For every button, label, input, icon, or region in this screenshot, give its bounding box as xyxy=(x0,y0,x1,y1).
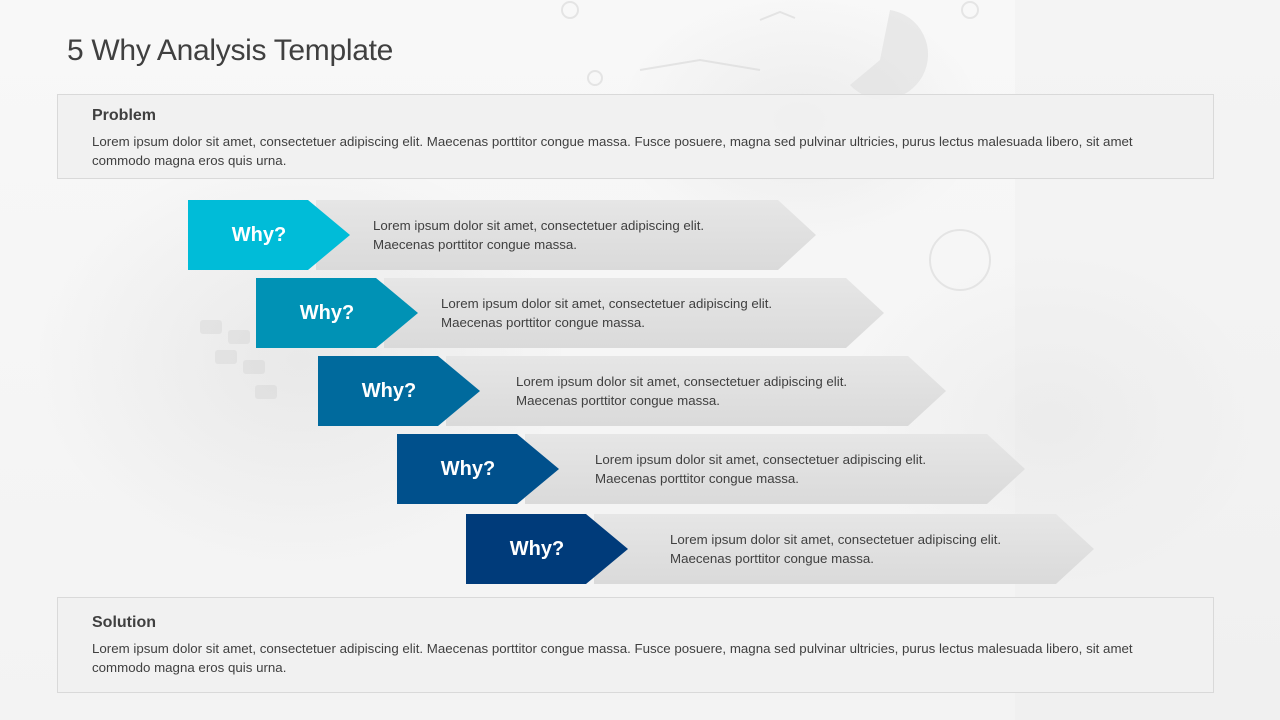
why-description-line: Maecenas porttitor congue massa. xyxy=(595,471,799,486)
problem-text: Lorem ipsum dolor sit amet, consectetuer… xyxy=(92,134,1133,168)
why-description: Lorem ipsum dolor sit amet, consectetuer… xyxy=(595,450,926,488)
why-description: Lorem ipsum dolor sit amet, consectetuer… xyxy=(670,530,1001,568)
why-description-arrow xyxy=(446,356,946,426)
solution-heading: Solution xyxy=(92,614,156,631)
why-description-line: Lorem ipsum dolor sit amet, consectetuer… xyxy=(670,532,1002,547)
why-description-arrow xyxy=(525,434,1025,504)
why-description-line: Maecenas porttitor congue massa. xyxy=(516,393,720,408)
why-description-line: Lorem ipsum dolor sit amet, consectetuer… xyxy=(595,452,927,467)
why-description-line: Lorem ipsum dolor sit amet, consectetuer… xyxy=(516,374,848,389)
why-description-line: Maecenas porttitor congue massa. xyxy=(441,315,645,330)
slide-title: 5 Why Analysis Template xyxy=(67,34,394,67)
why-description-line: Lorem ipsum dolor sit amet, consectetuer… xyxy=(441,296,773,311)
problem-box: Problem Lorem ipsum dolor sit amet, cons… xyxy=(57,94,1214,179)
problem-heading: Problem xyxy=(92,107,157,124)
why-label: Why? xyxy=(509,537,565,560)
why-description-arrow xyxy=(316,200,816,270)
why-description: Lorem ipsum dolor sit amet, consectetuer… xyxy=(373,216,704,254)
solution-box: Solution Lorem ipsum dolor sit amet, con… xyxy=(57,597,1214,693)
why-label: Why? xyxy=(440,457,496,480)
why-row-5: Why? Lorem ipsum dolor sit amet, consect… xyxy=(466,514,1094,584)
why-label: Why? xyxy=(361,379,417,402)
solution-text: Lorem ipsum dolor sit amet, consectetuer… xyxy=(92,641,1133,675)
why-row-1: Why? Lorem ipsum dolor sit amet, consect… xyxy=(188,200,816,270)
why-description-arrow xyxy=(594,514,1094,584)
why-description: Lorem ipsum dolor sit amet, consectetuer… xyxy=(516,372,847,410)
why-row-2: Why? Lorem ipsum dolor sit amet, consect… xyxy=(256,278,884,348)
why-description-line: Maecenas porttitor congue massa. xyxy=(670,551,874,566)
why-row-4: Why? Lorem ipsum dolor sit amet, consect… xyxy=(397,434,1025,504)
why-label: Why? xyxy=(231,223,287,246)
why-label: Why? xyxy=(299,301,355,324)
why-description-arrow xyxy=(384,278,884,348)
why-row-3: Why? Lorem ipsum dolor sit amet, consect… xyxy=(318,356,946,426)
why-description-line: Lorem ipsum dolor sit amet, consectetuer… xyxy=(373,218,705,233)
why-description: Lorem ipsum dolor sit amet, consectetuer… xyxy=(441,294,772,332)
why-description-line: Maecenas porttitor congue massa. xyxy=(373,237,577,252)
